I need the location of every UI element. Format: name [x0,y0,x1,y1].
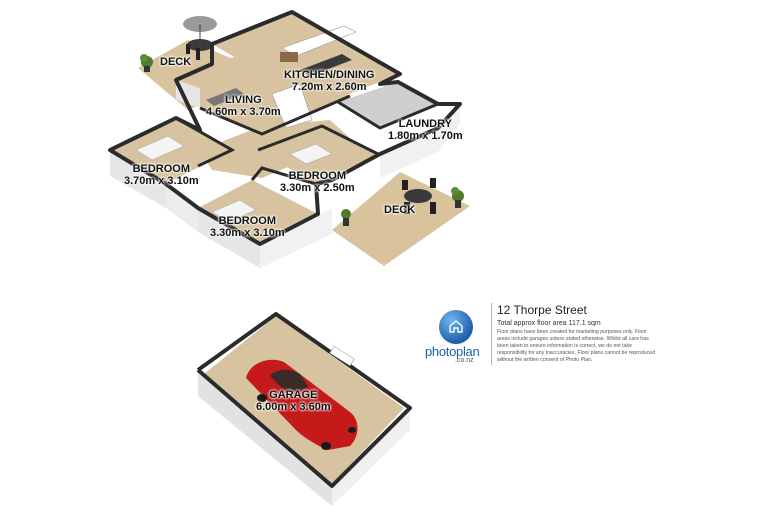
sofa [206,88,244,106]
room-name: BEDROOM [288,170,347,182]
logo-circle [439,310,473,344]
room-label-deck-right: DECK [384,204,415,216]
wall-side-front2 [198,208,260,268]
wall-side-right [380,104,460,178]
room-name: BEDROOM [218,215,277,227]
house-icon [449,320,463,333]
disclaimer: Floor plans have been created for market… [497,329,656,363]
bed-1 [135,135,185,161]
room-label-bedroom-1: BEDROOM 3.70m x 3.10m [124,163,199,187]
wall-side-front3 [260,208,332,268]
wall-top-inner5 [337,100,439,130]
room-name: GARAGE [269,389,318,401]
plant-icon [341,209,351,226]
brand-name: photoplan [425,344,480,359]
room-label-deck-top: DECK [160,56,191,68]
room-dimensions: 6.00m x 3.60m [256,401,331,413]
room-name: KITCHEN/DINING [284,69,375,81]
wall-side-left [110,150,166,208]
deck-table [183,16,217,60]
plant-icon [451,187,464,208]
room-dimensions: 1.80m x 1.70m [388,130,463,142]
room-dimensions: 3.30m x 3.10m [210,227,285,239]
brand-domain: .co.nz [455,357,474,364]
wall-top-inner1 [199,94,351,136]
kitchen-floor [212,12,400,106]
garage-wall-top [196,312,412,488]
room-label-bedroom-2: BEDROOM 3.30m x 2.50m [280,170,355,194]
deck-right-floor [332,172,470,266]
wall-side-front1 [166,184,198,232]
garage-wall-left [198,370,332,506]
room-name: BEDROOM [132,163,191,175]
garage-window [329,345,355,367]
dining-table [280,52,298,62]
room-name: DECK [384,204,416,216]
room-dimensions: 3.30m x 2.50m [280,182,355,194]
car-icon [246,359,358,450]
room-dimensions: 4.60m x 3.70m [206,106,281,118]
kitchen-island [300,54,352,76]
room-dimensions: 3.70m x 3.10m [124,175,199,187]
room-label-laundry: LAUNDRY 1.80m x 1.70m [388,118,463,142]
brand-logo: photoplan .co.nz [425,304,491,370]
property-info: 12 Thorpe Street Total approx floor area… [497,303,657,364]
room-label-living: LIVING 4.60m x 3.70m [206,94,281,118]
wall-side-back [176,80,200,108]
room-name: LIVING [224,94,262,106]
wall-top-inner4 [250,166,317,186]
property-address: 12 Thorpe Street [497,303,587,317]
plant-icon [140,54,153,72]
bed-2 [289,143,333,165]
room-name: LAUNDRY [398,118,452,130]
deck-right-table [402,178,436,214]
bed-3 [211,199,257,223]
room-label-garage: GARAGE 6.00m x 3.60m [256,389,331,413]
room-label-kitchen-dining: KITCHEN/DINING 7.20m x 2.60m [284,69,374,93]
info-divider [491,303,492,365]
room-name: DECK [160,56,192,68]
room-dimensions: 7.20m x 2.60m [291,81,367,93]
room-label-bedroom-3: BEDROOM 3.30m x 3.10m [210,215,285,239]
floor-area: Total approx floor area 117.1 sqm [497,320,601,327]
wall-top-inner2 [257,124,379,156]
garage-wall-right [332,408,410,506]
wall-top-inner3 [175,116,236,168]
